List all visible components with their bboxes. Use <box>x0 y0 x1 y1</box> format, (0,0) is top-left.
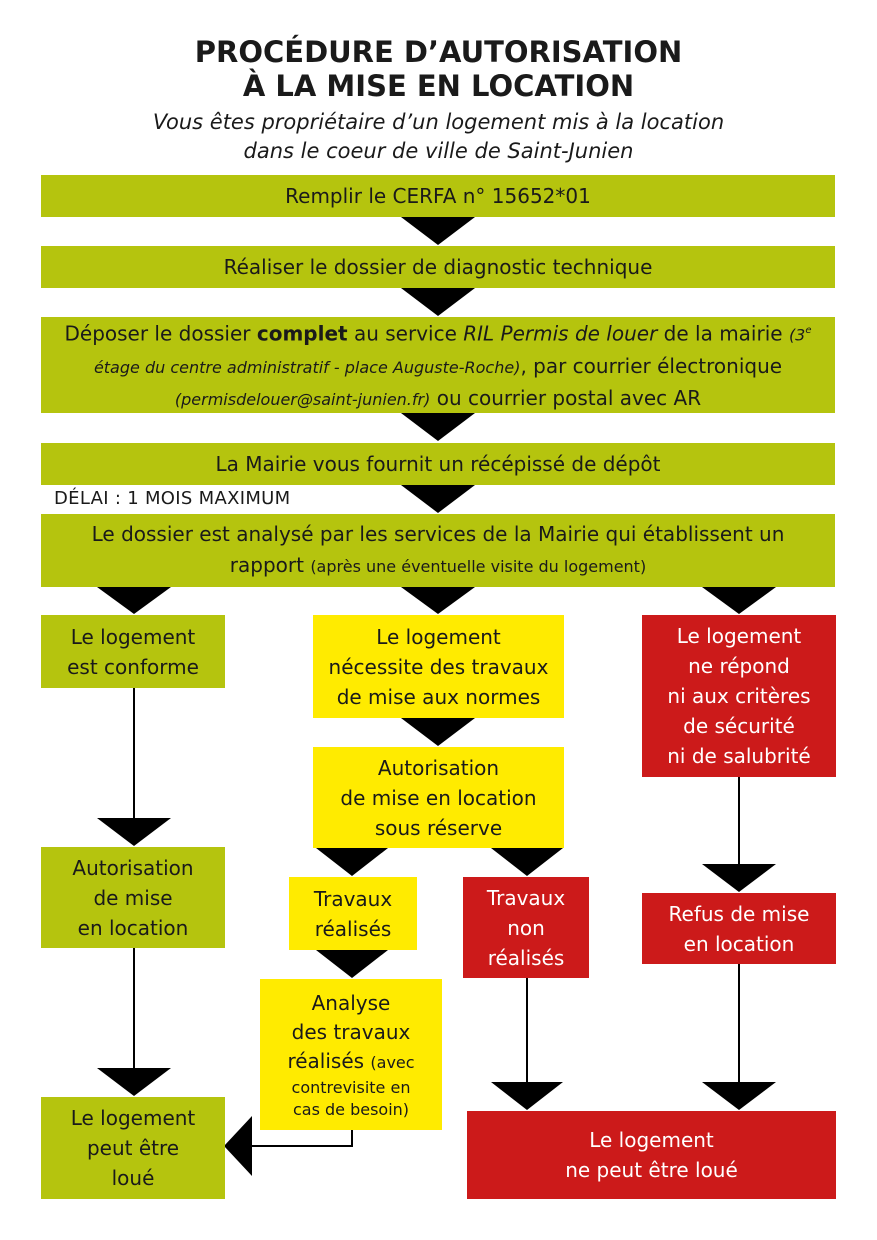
arrow-reserve-to-realises <box>316 848 388 876</box>
subtitle-line-1: Vous êtes propriétaire d’un logement mis… <box>152 110 725 134</box>
title-line-1: PROCÉDURE D’AUTORISATION <box>194 35 683 69</box>
arrow-analyse-to-loue <box>224 1116 252 1176</box>
step-deposit: Déposer le dossier complet au service RI… <box>41 317 835 413</box>
subtitle-line-2: dans le coeur de ville de Saint-Junien <box>243 139 634 163</box>
page-subtitle: Vous êtes propriétaire d’un logement mis… <box>0 108 877 166</box>
deposit-text: Déposer le dossier complet au service RI… <box>64 321 812 410</box>
step-diagnostic: Réaliser le dossier de diagnostic techni… <box>41 246 835 288</box>
step-cerfa: Remplir le CERFA n° 15652*01 <box>41 175 835 217</box>
arrow-non-conforme-to-refus <box>702 864 776 892</box>
arrow-conforme-to-autorisation <box>97 818 171 846</box>
analysis-text: Le dossier est analysé par les services … <box>91 522 785 577</box>
arrow-refus-to-ne-peut <box>702 1082 776 1110</box>
box-analyse-travaux: Analyse des travaux réalisés (avec contr… <box>260 979 442 1130</box>
title-line-2: À LA MISE EN LOCATION <box>242 69 635 103</box>
arrow-realises-to-analyse <box>316 950 388 978</box>
arrow-receipt-to-analysis <box>401 485 475 513</box>
arrow-deposit-to-receipt <box>401 413 475 441</box>
arrow-diagnostic-to-deposit <box>401 288 475 316</box>
arrow-reserve-to-non-realises <box>491 848 563 876</box>
arrow-analysis-to-conforme <box>97 587 171 614</box>
arrow-analysis-to-non-conforme <box>702 587 776 614</box>
arrow-cerfa-to-diagnostic <box>401 217 475 245</box>
arrow-non-realises-to-ne-peut <box>491 1082 563 1110</box>
arrow-travaux-to-reserve <box>401 718 475 746</box>
delay-label: DÉLAI : 1 MOIS MAXIMUM <box>54 488 291 509</box>
step-analysis: Le dossier est analysé par les services … <box>41 514 835 587</box>
arrow-analysis-to-travaux <box>401 587 475 614</box>
step-receipt: La Mairie vous fournit un récépissé de d… <box>41 443 835 485</box>
arrow-autorisation-to-loue <box>97 1068 171 1096</box>
connector-analyse-to-loue <box>252 1130 353 1147</box>
page-title: PROCÉDURE D’AUTORISATION À LA MISE EN LO… <box>0 35 877 103</box>
